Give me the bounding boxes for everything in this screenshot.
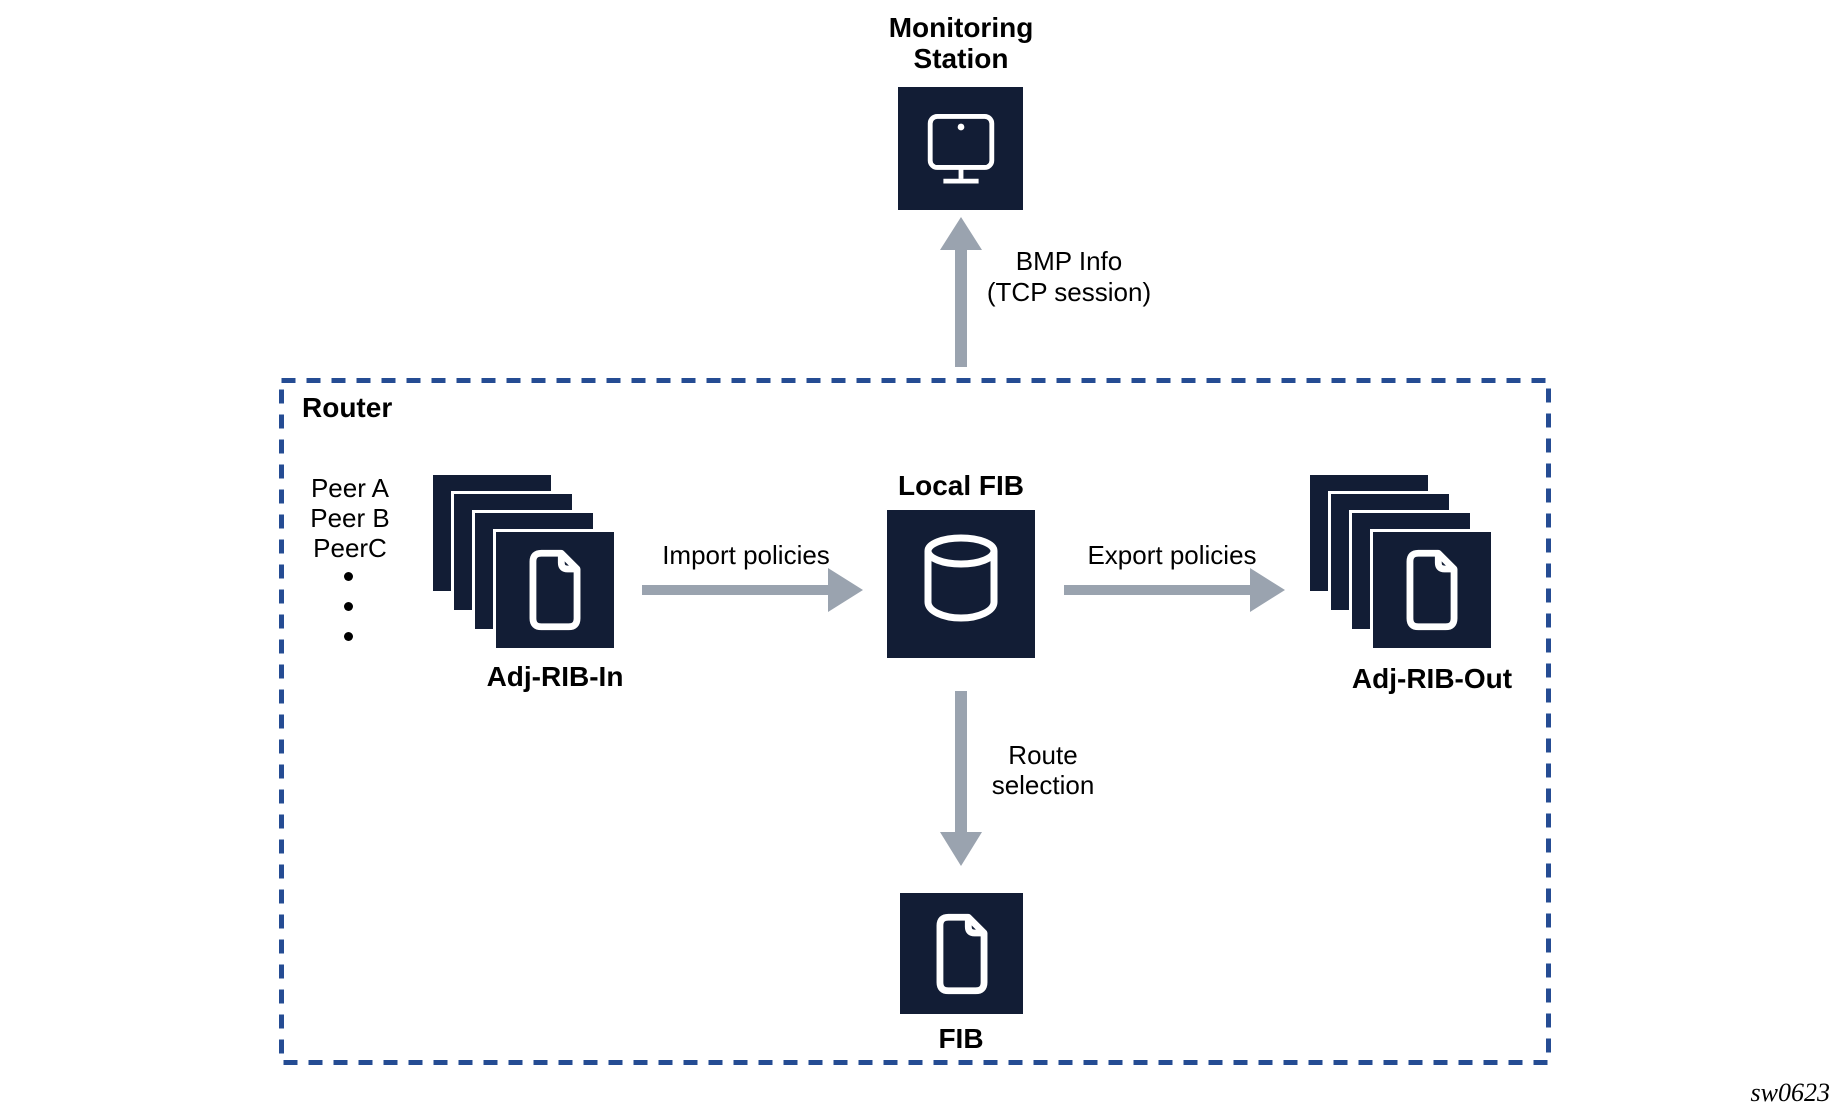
peer-item-b: Peer B — [310, 503, 390, 533]
route-selection-line1: Route — [1008, 740, 1078, 770]
peer-ellipsis-dot — [344, 602, 353, 611]
adj-rib-in-node — [430, 472, 617, 651]
monitoring-station-node — [898, 87, 1023, 210]
import-arrow-right-icon — [642, 568, 863, 612]
monitoring-station-title-line1: Monitoring — [888, 12, 1034, 43]
router-boundary — [279, 378, 1551, 1065]
adj-rib-out-label: Adj-RIB-Out — [1351, 663, 1513, 694]
peer-ellipsis-dot — [344, 632, 353, 641]
monitoring-station-title: Monitoring Station — [811, 12, 1111, 74]
router-title: Router — [302, 392, 393, 423]
monitor-icon — [927, 113, 994, 184]
route-selection-label: Route selection — [943, 740, 1143, 800]
route-selection-arrow-down-icon — [940, 691, 982, 866]
bmp-info-label: BMP Info (TCP session) — [959, 246, 1179, 308]
local-fib-label: Local FIB — [897, 470, 1024, 501]
bmp-arrow-up-icon — [940, 217, 982, 367]
peer-list: Peer A Peer B PeerC — [298, 473, 402, 563]
peer-ellipsis-dots — [344, 572, 353, 641]
route-selection-line2: selection — [991, 770, 1095, 800]
database-cylinder-icon — [924, 534, 998, 622]
stacked-sheet-front — [1370, 529, 1494, 651]
local-fib-node — [887, 510, 1035, 658]
peer-item-c: PeerC — [313, 533, 387, 563]
document-icon — [529, 549, 581, 631]
peer-ellipsis-dot — [344, 572, 353, 581]
monitoring-station-title-line2: Station — [913, 43, 1009, 74]
fib-node — [900, 893, 1023, 1014]
document-icon — [936, 913, 987, 994]
import-policies-label: Import policies — [662, 540, 830, 570]
export-arrow-right-icon — [1064, 568, 1285, 612]
adj-rib-in-label: Adj-RIB-In — [486, 661, 624, 692]
stacked-sheet-front — [493, 529, 617, 651]
bmp-info-line1: BMP Info — [1015, 246, 1123, 276]
document-icon — [1406, 549, 1458, 631]
adj-rib-out-node — [1307, 472, 1494, 651]
bmp-info-line2: (TCP session) — [986, 277, 1152, 307]
watermark: sw0623 — [1750, 1078, 1830, 1107]
peer-item-a: Peer A — [310, 473, 390, 503]
fib-label: FIB — [938, 1023, 984, 1054]
export-policies-label: Export policies — [1087, 540, 1257, 570]
